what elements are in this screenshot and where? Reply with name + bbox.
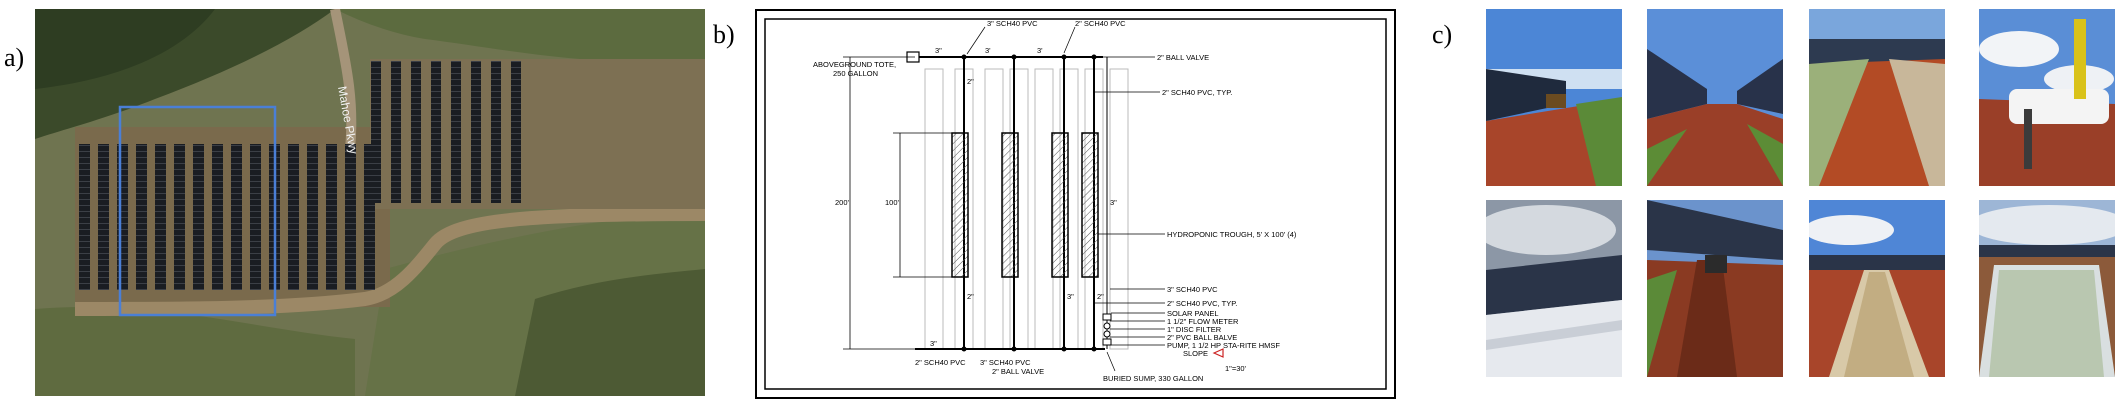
dim-3a: 3" <box>935 46 942 55</box>
dim-2r: 2" <box>1097 292 1104 301</box>
panel-a-label: a) <box>4 43 25 72</box>
label-top-pipe-2: 2" SCH40 PVC <box>1075 19 1126 28</box>
label-bottom-valve: 2" BALL VALVE <box>992 367 1044 376</box>
dim-2b: 2" <box>967 292 974 301</box>
dim-3e: 3" <box>930 339 937 348</box>
photo-6-graphic <box>1647 200 1783 377</box>
photo-3 <box>1809 9 1945 186</box>
dim-100: 100' <box>885 198 900 207</box>
dim-3d: 3" <box>1067 292 1074 301</box>
aerial-image: Mahoe Pkwy <box>35 9 705 396</box>
label-tote: ABOVEGROUND TOTE, <box>813 60 896 69</box>
label-tote-size: 250 GALLON <box>833 69 878 78</box>
label-disc-filter: 1" DISC FILTER <box>1167 325 1222 334</box>
label-bottom-pvc3: 3" SCH40 PVC <box>980 358 1031 367</box>
photo-4 <box>1979 9 2115 186</box>
dim-3c: 3' <box>1037 46 1043 55</box>
trough-4 <box>1081 132 1099 278</box>
photo-2 <box>1647 9 1783 186</box>
photo-2-graphic <box>1647 9 1783 186</box>
photo-7 <box>1809 200 1945 377</box>
panel-c-label: c) <box>1432 20 1453 49</box>
label-pvc3-right: 3" SCH40 PVC <box>1167 285 1218 294</box>
dim-2a: 2" <box>967 77 974 86</box>
photo-5 <box>1486 200 1622 377</box>
photo-4-graphic <box>1979 9 2115 186</box>
solar-array-rows-right <box>371 61 521 203</box>
label-pvc-typ: 2" SCH40 PVC, TYP. <box>1162 88 1232 97</box>
schematic-drawing: 3" SCH40 PVC 2" SCH40 PVC ABOVEGROUND TO… <box>755 9 1396 399</box>
label-ball-valve: 2" BALL VALVE <box>1157 53 1209 62</box>
dim-3r: 3" <box>1110 198 1117 207</box>
photo-8 <box>1979 200 2115 377</box>
label-pvc2-typ-low: 2" SCH40 PVC, TYP. <box>1167 299 1237 308</box>
label-pump: PUMP, 1 1/2 HP STA-RITE HMSF <box>1167 341 1280 350</box>
aerial-photo-graphic: Mahoe Pkwy <box>35 9 705 396</box>
photo-3-graphic <box>1809 9 1945 186</box>
label-sump: BURIED SUMP, 330 GALLON <box>1103 374 1203 383</box>
label-slope: SLOPE <box>1183 349 1208 358</box>
label-trough: HYDROPONIC TROUGH, 5' X 100' (4) <box>1167 230 1297 239</box>
solar-array-rows-left <box>79 144 375 290</box>
selection-box <box>118 105 277 317</box>
panel-b-label: b) <box>713 20 735 49</box>
label-flow-meter: 1 1/2" FLOW METER <box>1167 317 1239 326</box>
photo-6 <box>1647 200 1783 377</box>
irrigation-schematic: 3" SCH40 PVC 2" SCH40 PVC ABOVEGROUND TO… <box>755 9 1396 399</box>
photo-5-graphic <box>1486 200 1622 377</box>
dim-3b: 3' <box>985 46 991 55</box>
trough-1 <box>951 132 969 278</box>
photo-7-graphic <box>1809 200 1945 377</box>
dim-200: 200' <box>835 198 850 207</box>
label-solar-panel: SOLAR PANEL <box>1167 309 1219 318</box>
photo-1-graphic <box>1486 9 1622 186</box>
trough-2 <box>1001 132 1019 278</box>
photo-1 <box>1486 9 1622 186</box>
trough-3 <box>1051 132 1069 278</box>
label-top-pipe-3: 3" SCH40 PVC <box>987 19 1038 28</box>
photo-8-graphic <box>1979 200 2115 377</box>
label-bottom-pvc2: 2" SCH40 PVC <box>915 358 966 367</box>
label-pvc-ball: 2" PVC BALL BALVE <box>1167 333 1237 342</box>
label-scale: 1"=30' <box>1225 364 1247 373</box>
